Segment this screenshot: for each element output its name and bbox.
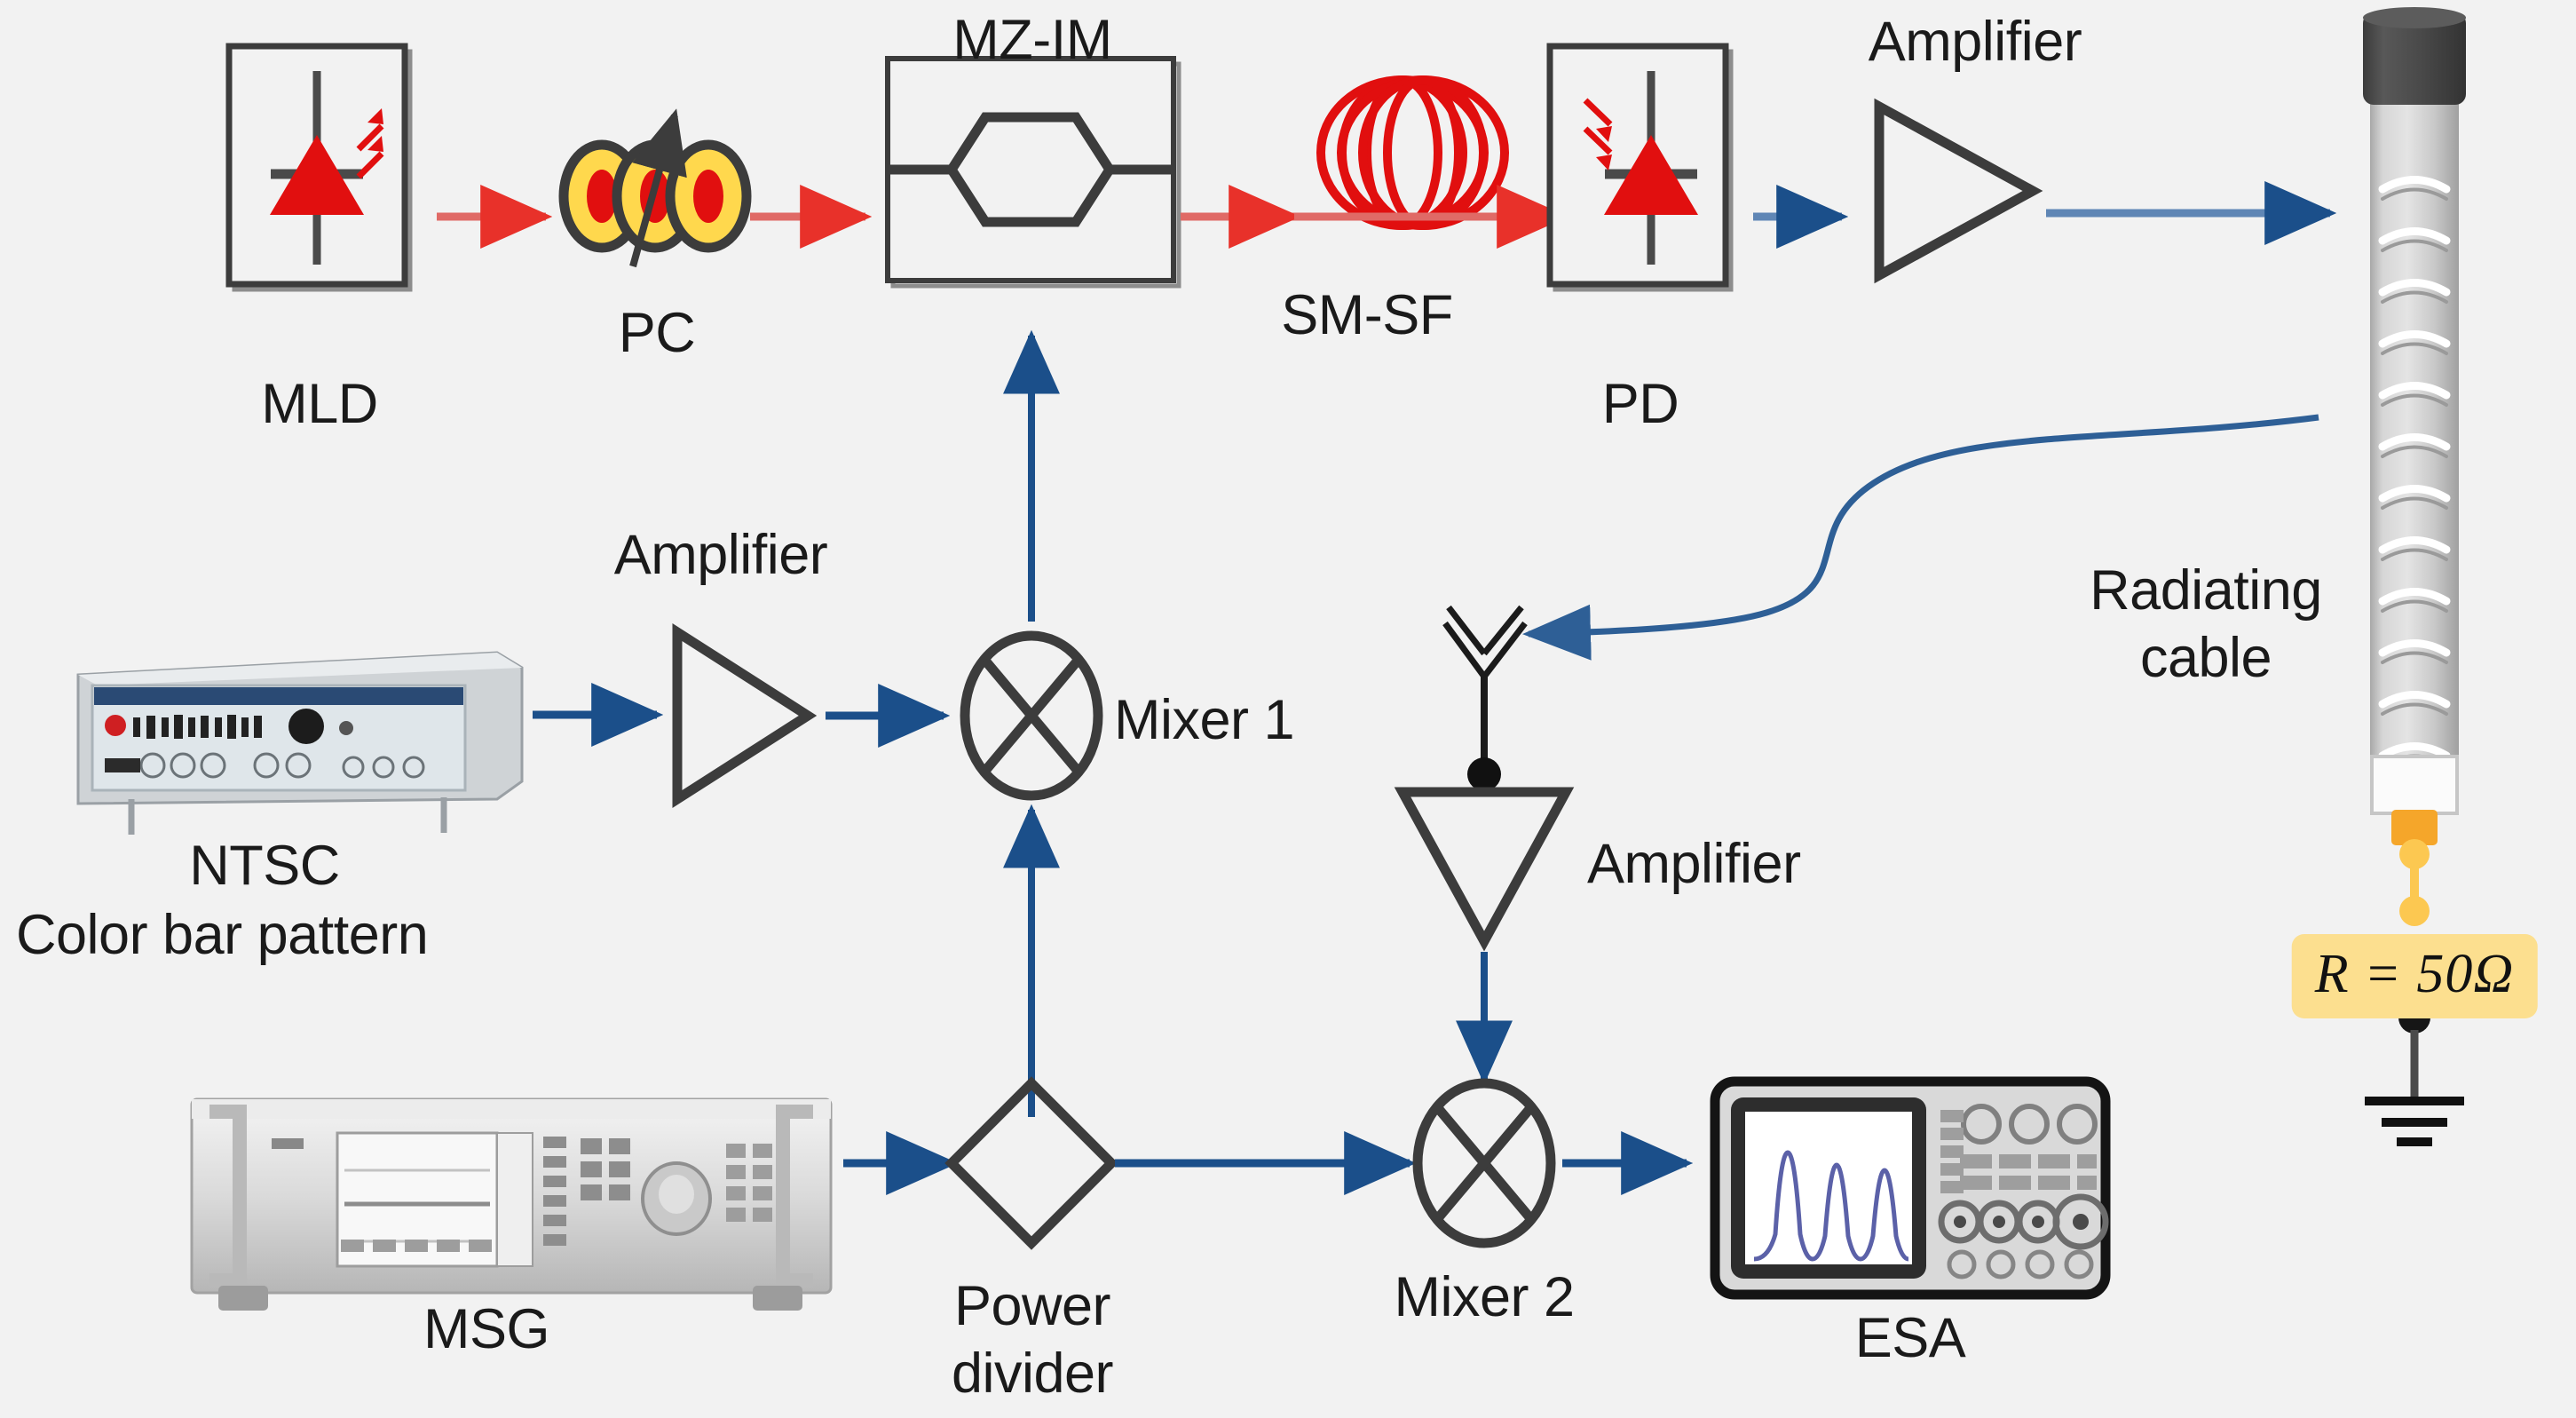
- mixer2-icon: [1412, 1078, 1556, 1248]
- mld-laser-diode-icon: [225, 43, 413, 292]
- esa-spectrum-analyzer-icon: [1710, 1076, 2111, 1300]
- label-mld: MLD: [261, 373, 378, 435]
- smsf-fiber-spool-icon: [1316, 75, 1509, 230]
- label-esa: ESA: [1854, 1307, 1966, 1369]
- label-radiating-cable-line1: Radiating: [2090, 559, 2322, 622]
- pd-photodetector-icon: [1546, 43, 1734, 292]
- radiating-cable-icon: [2363, 7, 2466, 926]
- label-mzim: MZ-IM: [952, 9, 1112, 71]
- label-pc: PC: [618, 302, 696, 364]
- antenna-icon: [1442, 605, 1528, 791]
- ground-symbol-icon: [2365, 1002, 2464, 1146]
- mzim-modulator-icon: [885, 56, 1181, 289]
- label-ntsc-line1: NTSC: [189, 835, 340, 897]
- label-divider-line1: Power: [953, 1275, 1111, 1337]
- amp-rx-triangle-icon: [1394, 787, 1575, 952]
- power-divider-icon: [944, 1076, 1118, 1250]
- label-ntsc-line2: Color bar pattern: [16, 904, 429, 966]
- label-amp-mid: Amplifier: [613, 524, 828, 586]
- msg-generator-icon: [190, 1097, 833, 1311]
- wireless-link-cable-antenna: [1522, 414, 2319, 661]
- label-amp-rx: Amplifier: [1587, 833, 1801, 895]
- mixer1-icon: [960, 630, 1103, 801]
- ntsc-generator-icon: [76, 651, 524, 835]
- amp-mid-triangle-icon: [672, 622, 818, 809]
- label-mixer2: Mixer 2: [1394, 1266, 1575, 1328]
- label-amp-top: Amplifier: [1868, 11, 2082, 73]
- resistor-value-badge: R = 50Ω: [2291, 934, 2538, 1018]
- label-smsf: SM-SF: [1281, 284, 1453, 346]
- label-msg: MSG: [423, 1298, 550, 1360]
- pc-polarization-controller-icon: [558, 108, 752, 268]
- label-divider-line2: divider: [951, 1343, 1114, 1405]
- label-pd: PD: [1601, 373, 1679, 435]
- amp-top-triangle-icon: [1874, 98, 2043, 284]
- label-mixer1: Mixer 1: [1114, 689, 1295, 751]
- label-radiating-cable-line2: cable: [2139, 627, 2272, 689]
